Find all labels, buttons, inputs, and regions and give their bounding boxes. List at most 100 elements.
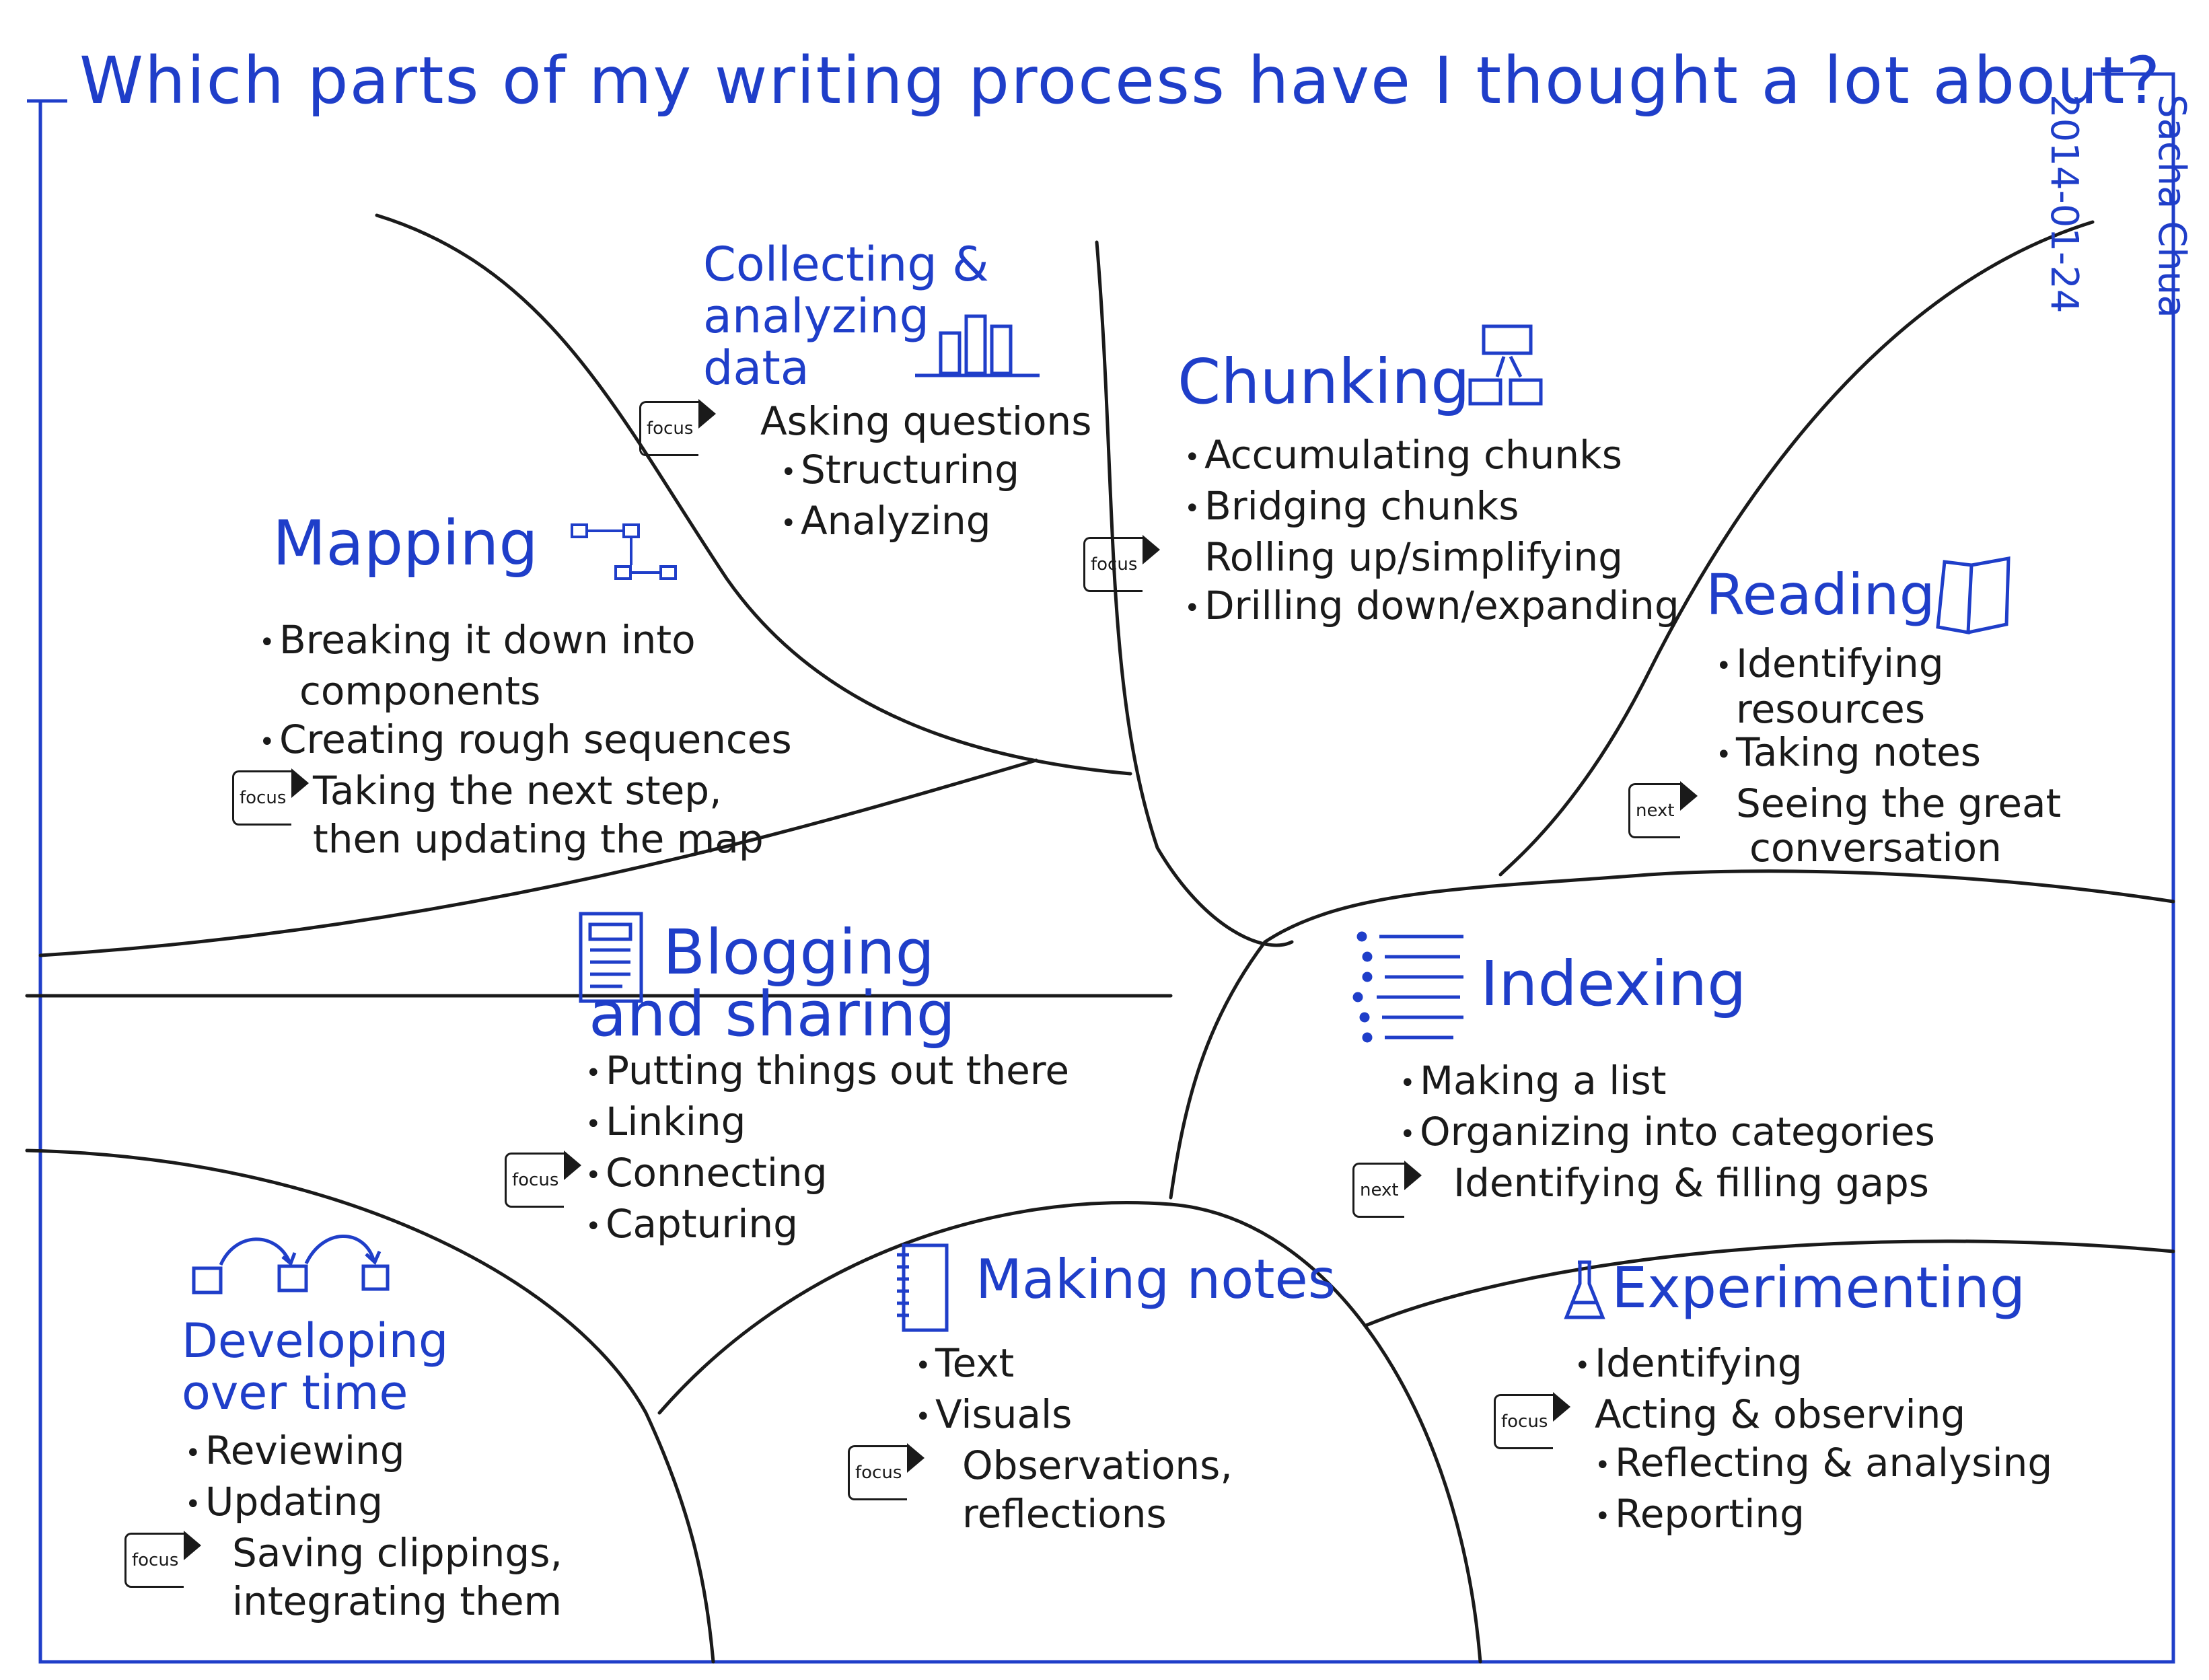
heading-line-2: over time: [182, 1365, 408, 1420]
item-text-cont: integrating them: [232, 1578, 563, 1624]
bullet: •: [1595, 1449, 1611, 1481]
blogging-list: •Putting things out there •Linking focus…: [505, 1046, 1069, 1251]
next-arrow-icon: next: [1352, 1160, 1422, 1218]
divider-mapping-bottom: [38, 758, 1038, 957]
item-text-cont: then updating the map: [313, 815, 764, 862]
list-item: •Reviewing: [185, 1426, 563, 1477]
divider-notes-arc: [657, 1201, 1482, 1664]
item-text: Accumulating chunks: [1204, 432, 1622, 478]
list-item: •Text: [915, 1339, 1233, 1390]
item-text: Reflecting & analysing: [1615, 1439, 2053, 1486]
bullet: •: [781, 507, 797, 539]
item-text: Observations,: [962, 1442, 1233, 1488]
bullet: •: [585, 1210, 602, 1242]
item-text: Linking: [606, 1098, 746, 1144]
next-arrow-icon: next: [1628, 780, 1698, 838]
bullet: •: [781, 456, 797, 488]
list-item: •Making a list: [1400, 1056, 1935, 1107]
section-heading: Indexing: [1480, 948, 1747, 1020]
bullet: •: [1716, 739, 1732, 770]
bullet: •: [585, 1057, 602, 1089]
list-item: next Identifying & filling gaps: [1352, 1159, 1935, 1218]
item-text: Structuring: [801, 447, 1020, 492]
page-title: Which parts of my writing process have I…: [79, 43, 2162, 118]
divider-reading-left: [1498, 220, 2095, 877]
divider-indexing-left: [1169, 940, 1267, 1200]
divider-developing-top: [25, 1148, 715, 1664]
item-text: Reviewing: [205, 1428, 405, 1473]
section-heading: Collecting & analyzing data: [703, 239, 989, 394]
item-text: Creating rough sequences: [279, 716, 792, 762]
item-text: Taking notes: [1736, 729, 1981, 775]
book-icon: [1936, 556, 2011, 634]
item-text-cont: reflections: [962, 1490, 1167, 1537]
bullet: •: [1595, 1500, 1611, 1532]
divider-reading-bottom: [1263, 869, 2175, 944]
section-heading: Experimenting: [1612, 1255, 2026, 1321]
item-text: Visuals: [935, 1391, 1073, 1437]
item-text: Seeing the great: [1736, 780, 2062, 826]
item-text: Connecting: [606, 1149, 828, 1196]
item-text: Drilling down/expanding: [1204, 582, 1679, 628]
section-heading: Chunking: [1178, 346, 1470, 418]
bullet: •: [185, 1437, 201, 1469]
list-item: •Reporting: [1574, 1490, 2052, 1541]
list-item: •Accumulating chunks: [1184, 431, 1679, 482]
divider-collecting-right: [1095, 240, 1294, 947]
heading-line-3: data: [703, 340, 809, 396]
section-heading: Developing over time: [182, 1315, 448, 1419]
list-item: •Putting things out there: [585, 1046, 1069, 1097]
bullet: •: [1400, 1118, 1416, 1150]
item-text: Capturing: [606, 1200, 798, 1247]
list-item: •Organizing into categories: [1400, 1107, 1935, 1159]
chunking-list: •Accumulating chunks •Bridging chunks fo…: [1083, 431, 1679, 632]
focus-arrow-icon: focus: [1083, 534, 1161, 592]
item-text: Updating: [205, 1478, 384, 1525]
bullet: •: [185, 1488, 201, 1520]
item-text: Asking questions: [760, 398, 1092, 444]
list-item: •Visuals: [915, 1390, 1233, 1441]
list-item: focus Observations,reflections: [848, 1441, 1233, 1538]
item-text: Text: [935, 1340, 1015, 1386]
section-heading: Reading: [1706, 562, 1935, 628]
flask-icon: [1564, 1260, 1605, 1319]
focus-arrow-icon: focus: [848, 1442, 925, 1500]
bullet: •: [259, 626, 275, 658]
list-item: focus•Connecting: [505, 1148, 1069, 1208]
bar-chart-icon: [915, 314, 1040, 377]
item-text: Identifying & filling gaps: [1453, 1159, 1930, 1206]
bullet: •: [1184, 441, 1200, 473]
list-icon: [1352, 931, 1463, 1043]
list-item: •Bridging chunks: [1184, 482, 1679, 533]
item-text-cont: conversation: [1749, 824, 2002, 871]
heading-line-1: Collecting &: [703, 237, 989, 292]
item-text: Bridging chunks: [1204, 482, 1519, 529]
list-item: •Taking notes: [1716, 728, 2061, 779]
date-label: 2014-01-24: [2042, 94, 2086, 314]
bullet: •: [259, 726, 275, 758]
hierarchy-icon: [1468, 324, 1543, 406]
iteration-icon: [192, 1235, 390, 1294]
divider-experiment-top: [1364, 1239, 2175, 1327]
item-text: Identifying: [1736, 641, 1944, 686]
focus-arrow-icon: focus: [124, 1530, 202, 1588]
item-text: Acting & observing: [1595, 1391, 1966, 1437]
section-heading: Making notes: [976, 1248, 1336, 1311]
heading-line-2: analyzing: [703, 289, 930, 344]
focus-arrow-icon: focus: [232, 768, 310, 826]
bullet: •: [585, 1159, 602, 1191]
item-text: Organizing into categories: [1420, 1108, 1935, 1155]
focus-arrow-icon: focus: [505, 1150, 582, 1208]
item-text: Making a list: [1420, 1058, 1667, 1103]
